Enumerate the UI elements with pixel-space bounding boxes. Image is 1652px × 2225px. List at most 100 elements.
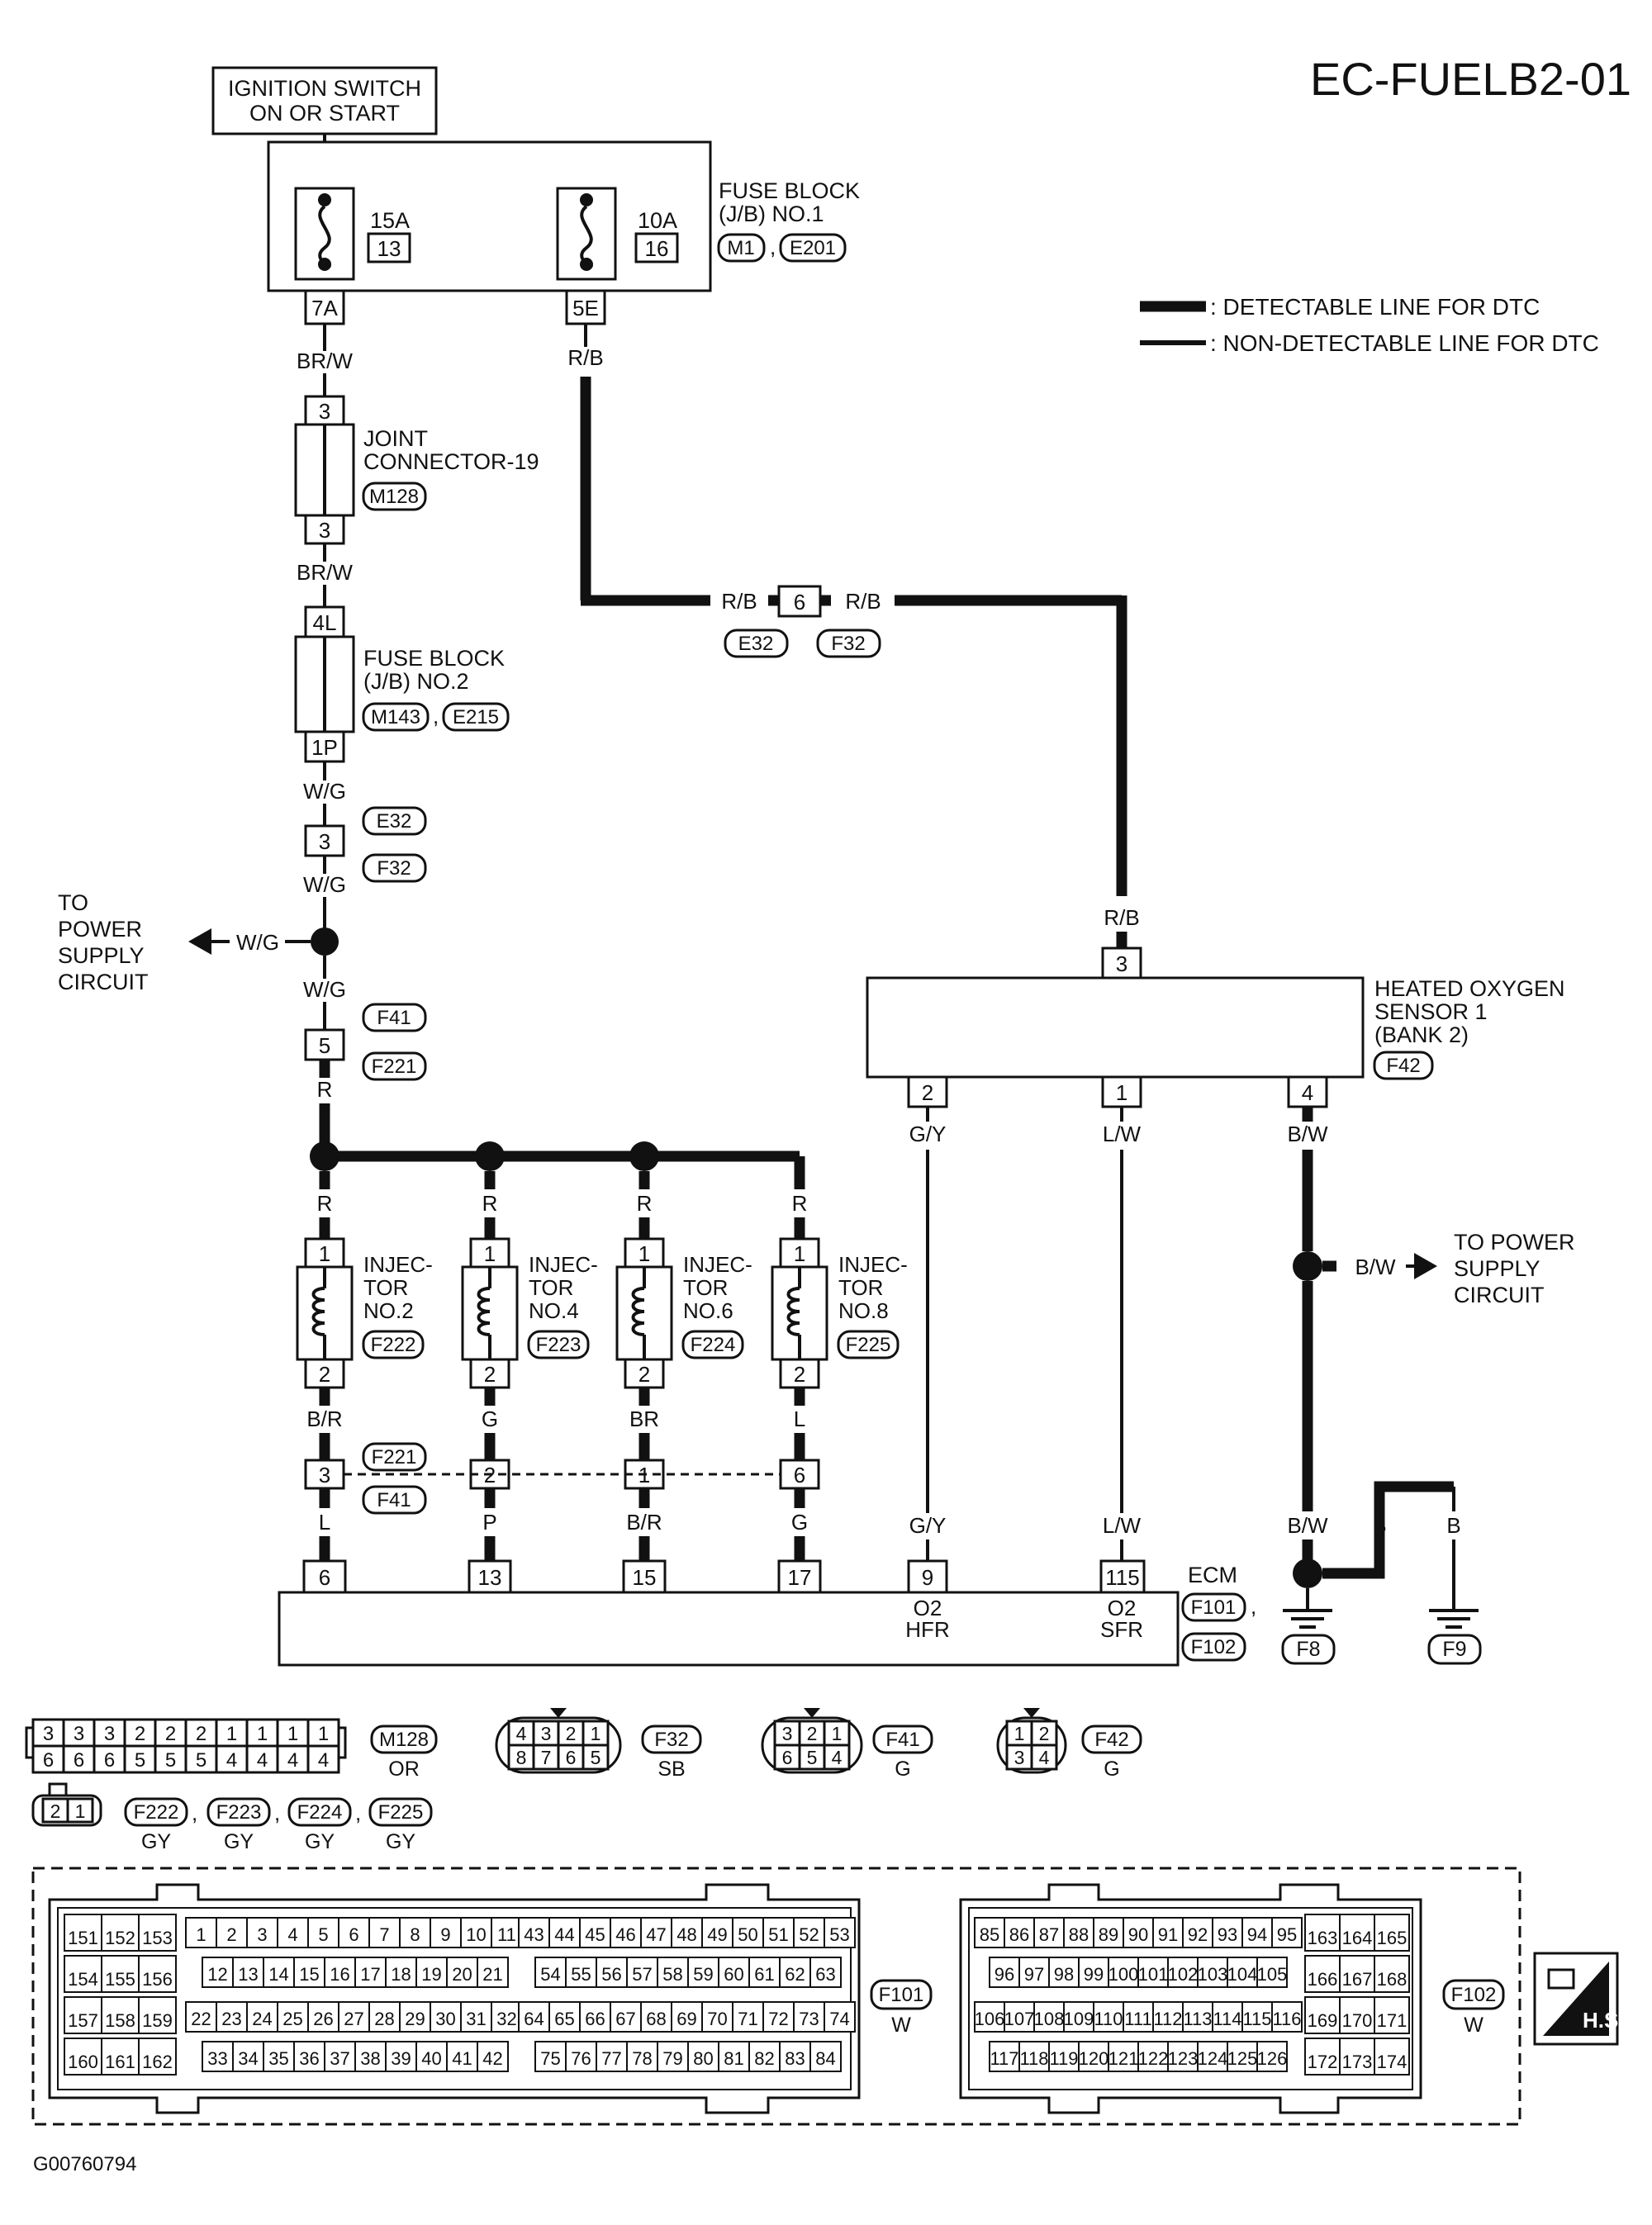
pin: 6 xyxy=(566,1747,577,1768)
pin: 3 xyxy=(1014,1747,1025,1768)
pin: 71 xyxy=(738,2009,757,2029)
pin: 164 xyxy=(1342,1928,1373,1948)
hs-badge-icon: H.S. xyxy=(1533,1952,1625,2046)
pin: 3 xyxy=(104,1723,115,1745)
pin: 5 xyxy=(196,1749,206,1772)
fuse-10a-amp: 10A xyxy=(638,208,677,233)
fuse-15a-number: 13 xyxy=(377,236,401,261)
pin: 151 xyxy=(68,1928,98,1948)
pin: 85 xyxy=(980,1924,999,1945)
injector-label-line3: NO.8 xyxy=(838,1298,889,1323)
wire-wg-3: W/G xyxy=(303,977,346,1002)
pin: 4 xyxy=(287,1924,297,1945)
wire-rb-right: R/B xyxy=(845,589,881,614)
pin: 1 xyxy=(257,1723,268,1745)
injectors: R12INJEC-TORNO.2F222B/R3L6INJ#2R12INJEC-… xyxy=(296,1171,908,1622)
pin: 102 xyxy=(1168,1964,1199,1985)
pin: 119 xyxy=(1049,2048,1078,2069)
terminal-5e: 5E xyxy=(572,296,599,320)
separator: , xyxy=(1251,1594,1256,1619)
ecm-pin-115: 115 xyxy=(1105,1565,1139,1590)
pin: 62 xyxy=(785,1964,805,1985)
wire-rb-left: R/B xyxy=(721,589,757,614)
coil-icon xyxy=(311,1287,325,1336)
power-supply-right-line1: TO POWER xyxy=(1454,1230,1575,1255)
pin: 35 xyxy=(268,2048,288,2069)
pin: 86 xyxy=(1009,1924,1029,1945)
fuse-block-1-conn-m1: M1 xyxy=(727,237,754,259)
pin: 47 xyxy=(646,1924,666,1945)
ground-f9-label: F9 xyxy=(1442,1638,1466,1661)
pin: 11 xyxy=(497,1924,516,1945)
pin: 33 xyxy=(207,2048,227,2069)
pin: 61 xyxy=(754,1964,774,1985)
wire-bw-top: B/W xyxy=(1287,1122,1328,1146)
ecm-pin: 15 xyxy=(633,1565,657,1590)
pin: 3 xyxy=(541,1723,552,1744)
pin: 56 xyxy=(601,1964,621,1985)
pin: 69 xyxy=(676,2009,696,2029)
pin: 2 xyxy=(50,1800,61,1822)
fuse-block-2-conn-m143: M143 xyxy=(371,706,420,728)
pin: 42 xyxy=(482,2048,502,2069)
pin: 63 xyxy=(815,1964,835,1985)
pin: 6 xyxy=(349,1924,358,1945)
pin: 32 xyxy=(496,2009,516,2029)
splice-node-wg xyxy=(311,927,339,956)
pin: 121 xyxy=(1108,2048,1139,2069)
pin: 170 xyxy=(1342,2010,1373,2031)
pin: 105 xyxy=(1257,1964,1288,1985)
joint-connector-label-line2: CONNECTOR-19 xyxy=(363,449,539,474)
ecm-pin: 6 xyxy=(319,1565,330,1590)
ecm-sfr-line2: SFR xyxy=(1100,1617,1143,1642)
connector-color: GY xyxy=(386,1830,415,1853)
connector-e32-f32-pin6 xyxy=(777,585,822,618)
connector-color: OR xyxy=(388,1758,420,1781)
joint-connector-pin-bottom: 3 xyxy=(319,518,330,543)
injector-conn-code: F223 xyxy=(536,1334,582,1356)
f101-color: W xyxy=(891,2014,911,2037)
pin: 125 xyxy=(1227,2048,1258,2069)
wire-rb-top: R/B xyxy=(567,345,603,370)
pin: 124 xyxy=(1198,2048,1228,2069)
splice-node-inj6 xyxy=(629,1141,659,1171)
power-supply-right-line3: CIRCUIT xyxy=(1454,1283,1545,1307)
pin: 152 xyxy=(105,1928,135,1948)
pin: 5 xyxy=(165,1749,176,1772)
connector-code: F223 xyxy=(216,1801,262,1824)
pin: 88 xyxy=(1069,1924,1089,1945)
ecm-box xyxy=(278,1591,1180,1667)
separator: , xyxy=(192,1800,197,1825)
wire-brw-2: BR/W xyxy=(297,560,353,585)
fuse-block-2-conn-e215: E215 xyxy=(453,706,499,728)
sensor-pin-4: 4 xyxy=(1302,1080,1313,1105)
pin: 92 xyxy=(1188,1924,1208,1945)
pin: 70 xyxy=(707,2009,727,2029)
pin: 96 xyxy=(995,1964,1014,1985)
pin: 167 xyxy=(1342,1969,1373,1990)
pin: 4 xyxy=(226,1749,237,1772)
legend-non-detectable-label: : NON-DETECTABLE LINE FOR DTC xyxy=(1210,330,1599,356)
pin: 45 xyxy=(585,1924,605,1945)
conn-f32-label-b: F32 xyxy=(831,633,865,655)
pin: 66 xyxy=(585,2009,605,2029)
pin: 8 xyxy=(410,1924,420,1945)
fuse-block-2-pin-bottom: 1P xyxy=(311,735,338,760)
separator: , xyxy=(770,235,776,259)
ground-symbol-f8 xyxy=(1283,1609,1332,1629)
pin: 103 xyxy=(1198,1964,1228,1985)
conn-e32-label: E32 xyxy=(377,810,412,833)
joint-pin: 3 xyxy=(319,1463,330,1487)
pin: 95 xyxy=(1277,1924,1297,1945)
pin: 4 xyxy=(1039,1747,1050,1768)
pin: 79 xyxy=(662,2048,682,2069)
pin: 18 xyxy=(391,1964,411,1985)
connector-code: F222 xyxy=(134,1801,179,1824)
wire-rb-sensor: R/B xyxy=(1104,905,1139,930)
separator: , xyxy=(433,704,439,728)
pin: 4 xyxy=(318,1749,329,1772)
pin: 5 xyxy=(807,1747,818,1768)
